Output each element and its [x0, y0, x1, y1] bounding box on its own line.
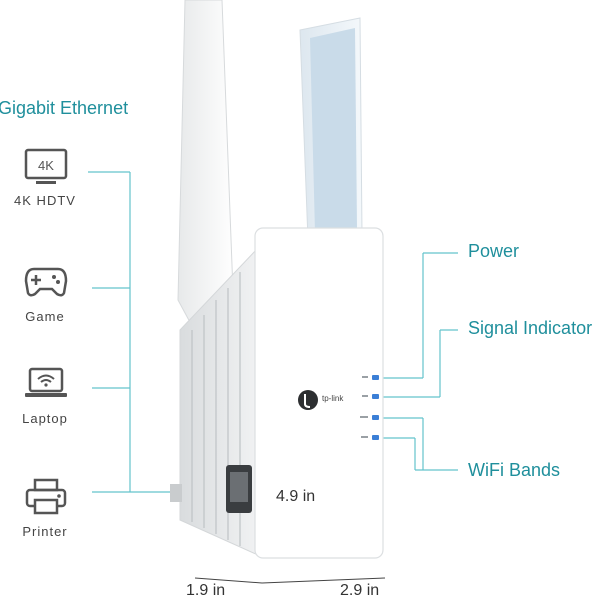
device-label-printer: Printer	[22, 524, 68, 539]
dimension-depth: 1.9 in	[186, 582, 226, 599]
dimension-width: 2.9 in	[340, 582, 380, 599]
device-label-laptop: Laptop	[22, 411, 68, 426]
range-extender-illustration	[170, 0, 384, 559]
laptop-wifi-icon	[24, 367, 68, 399]
callout-wifi: WiFi Bands	[468, 460, 561, 480]
callout-power: Power	[468, 241, 520, 261]
dimension-height: 4.9 in	[276, 488, 316, 505]
brand-logo-text: tp-link	[322, 394, 344, 403]
printer-icon	[24, 478, 68, 516]
device-label-game: Game	[25, 309, 65, 324]
tv-4k-icon: 4K	[24, 148, 68, 188]
device-label-hdtv: 4K HDTV	[14, 193, 76, 208]
callout-signal: Signal Indicator	[468, 318, 593, 338]
gamepad-icon	[24, 265, 68, 299]
tv-icon-text: 4K	[38, 158, 54, 173]
page-title: Gigabit Ethernet	[0, 98, 129, 118]
